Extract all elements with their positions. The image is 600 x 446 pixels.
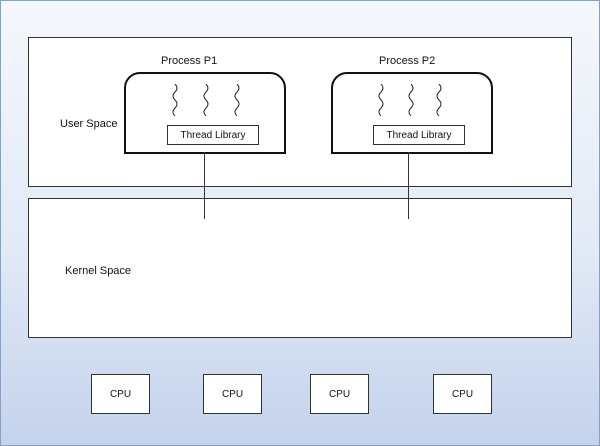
- process-p1-kernel-connector: [204, 152, 205, 219]
- thread-icon: [378, 84, 384, 116]
- cpu-box: CPU: [310, 374, 369, 414]
- thread-icon: [172, 84, 178, 116]
- process-p2-title: Process P2: [379, 55, 436, 67]
- process-p2-box: Thread Library: [331, 72, 493, 154]
- thread-library-box: Thread Library: [373, 125, 465, 145]
- thread-icon: [203, 84, 209, 116]
- kernel-space-region: Kernel Space: [28, 198, 572, 338]
- cpu-box: CPU: [203, 374, 262, 414]
- kernel-space-label: Kernel Space: [65, 265, 132, 277]
- thread-icon: [234, 84, 240, 116]
- user-space-region: User Space Thread Library Thread: [28, 37, 572, 187]
- cpu-box: CPU: [91, 374, 150, 414]
- process-p1-title: Process P1: [161, 55, 218, 67]
- user-space-label: User Space: [60, 118, 118, 130]
- process-p2-kernel-connector: [408, 152, 409, 219]
- process-p1-box: Thread Library: [124, 72, 286, 154]
- cpu-box: CPU: [433, 374, 492, 414]
- thread-icon: [408, 84, 414, 116]
- thread-library-box: Thread Library: [167, 125, 259, 145]
- thread-icon: [436, 84, 442, 116]
